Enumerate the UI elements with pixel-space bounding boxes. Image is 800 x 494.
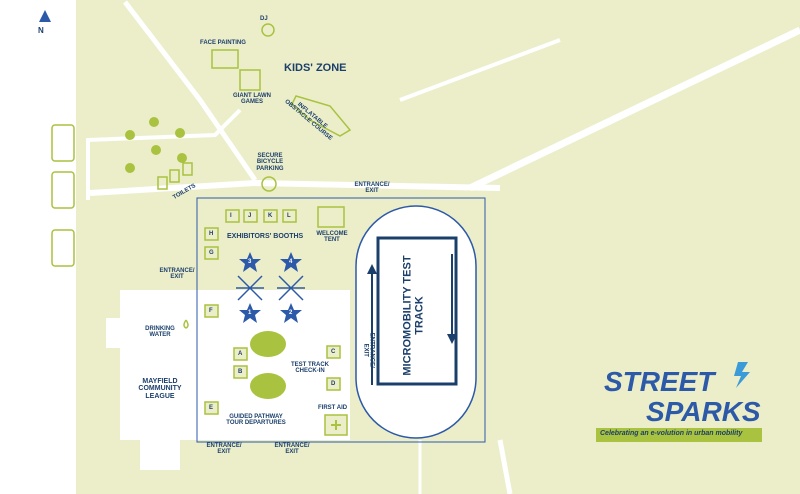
entrance-bottom-left-label: ENTRANCE/ EXIT xyxy=(206,443,242,456)
mayfield-community-league-label: MAYFIELD COMMUNITY LEAGUE xyxy=(138,378,182,400)
booth-letter: F xyxy=(209,308,213,314)
star-icon-3 xyxy=(239,252,261,272)
van-icon-2 xyxy=(51,171,75,209)
tree-icons xyxy=(125,117,187,173)
track-arrowhead-down xyxy=(447,334,457,344)
welcome-tent-label: WELCOME TENT xyxy=(316,231,348,244)
bicycle-parking-icon xyxy=(261,176,277,192)
logo-line-2: SPARKS xyxy=(646,396,761,427)
kids-zone-label: KIDS' ZONE xyxy=(284,62,347,74)
path-south xyxy=(497,439,513,494)
obstacle-course-icon xyxy=(291,95,352,137)
welcome-tent-icon xyxy=(317,206,345,228)
marker-number: 2 xyxy=(289,310,293,316)
marker-number: 1 xyxy=(248,310,252,316)
water-drop-icon xyxy=(183,319,189,329)
giant-lawn-games-label: GIANT LAWN GAMES xyxy=(233,93,271,106)
entrance-bottom-right-label: ENTRANCE/ EXIT xyxy=(274,443,310,456)
lawn-games-icon xyxy=(239,69,261,91)
green-space-top xyxy=(250,331,286,357)
star-markers xyxy=(239,252,302,323)
test-track-oval xyxy=(355,205,477,439)
entrance-track-label: ENTRANCE/ EXIT xyxy=(362,332,375,368)
marker-number: 3 xyxy=(248,259,252,265)
booth-letter: J xyxy=(248,213,252,219)
dj-label: DJ xyxy=(260,16,268,22)
event-boundary xyxy=(196,197,486,443)
logo-line-1: STREET xyxy=(604,366,715,397)
booth-letter: G xyxy=(209,250,214,256)
dj-icon xyxy=(261,23,275,37)
van-icons xyxy=(51,124,75,267)
first-aid-cross-icon xyxy=(331,420,341,430)
booth-letter: B xyxy=(238,369,243,375)
booth-letter: A xyxy=(238,351,243,357)
guided-tours-label: GUIDED PATHWAY TOUR DEPARTURES xyxy=(226,414,286,427)
league-annex xyxy=(106,318,126,348)
first-aid-label: FIRST AID xyxy=(318,405,348,411)
toilets-icon xyxy=(157,162,193,190)
exhibitors-booths-label: EXHIBITORS' BOOTHS xyxy=(227,233,304,240)
booth-letter: I xyxy=(230,213,232,219)
star-icon-4 xyxy=(280,252,302,272)
face-painting-icon xyxy=(211,49,239,69)
community-league-building xyxy=(120,290,205,470)
entrance-left-label: ENTRANCE/ EXIT xyxy=(159,268,195,281)
north-arrow-icon xyxy=(39,10,51,22)
track-arrowhead-up xyxy=(367,264,377,274)
booth-letter: H xyxy=(209,231,214,237)
booth-letter: E xyxy=(209,405,214,411)
path-north xyxy=(123,0,258,182)
bike-rack-icons xyxy=(236,275,305,301)
star-icon-2 xyxy=(280,303,302,323)
secure-bicycle-parking-label: SECURE BICYCLE PARKING xyxy=(256,153,284,172)
booth-letter: C xyxy=(331,349,336,355)
drinking-water-label: DRINKING WATER xyxy=(145,326,175,339)
green-space-bottom xyxy=(250,373,286,399)
north-label: N xyxy=(38,26,44,35)
booth-letter: D xyxy=(331,381,336,387)
face-painting-label: FACE PAINTING xyxy=(200,40,246,46)
path-west xyxy=(86,108,242,200)
star-icon-1 xyxy=(239,303,261,323)
van-icon-1 xyxy=(51,124,75,162)
tagline-banner xyxy=(596,428,762,442)
van-icon-3 xyxy=(51,229,75,267)
lightning-bolt-icon xyxy=(734,362,750,388)
micromobility-test-track-label: MICROMOBILITY TEST TRACK xyxy=(401,255,425,376)
entrance-top-label: ENTRANCE/ EXIT xyxy=(354,182,390,195)
booth-tents xyxy=(204,206,348,436)
main-road xyxy=(0,0,76,494)
marker-number: 4 xyxy=(289,259,293,265)
path-ne xyxy=(399,38,561,102)
path-main xyxy=(89,179,501,196)
test-track-check-in-label: TEST TRACK CHECK-IN xyxy=(291,362,329,375)
road-diagonal xyxy=(468,26,800,192)
logo-tagline: Celebrating an e-volution in urban mobil… xyxy=(600,430,743,437)
kids-zone-icons xyxy=(211,23,352,137)
booth-letter: K xyxy=(268,213,273,219)
booth-letter: L xyxy=(287,213,291,219)
test-track-inner xyxy=(376,236,458,386)
